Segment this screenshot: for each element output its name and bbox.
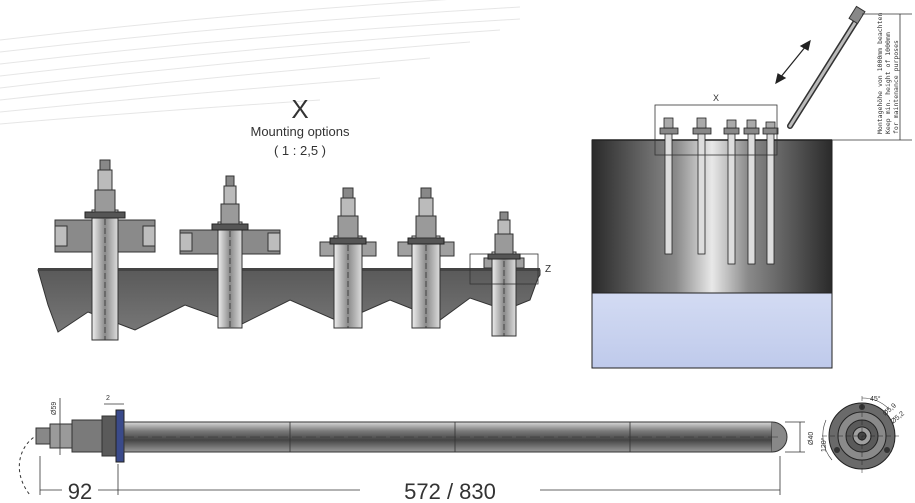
detail-caption: Mounting options <box>250 124 350 139</box>
tank-heaters <box>659 117 779 265</box>
heater-side-view <box>18 409 788 496</box>
svg-text:Keep min. height of 1000mm: Keep min. height of 1000mm <box>884 32 892 134</box>
angle-left: 120° <box>820 437 828 452</box>
dim-end-b: Ø5,2 <box>890 410 906 425</box>
clearance-dimension <box>832 13 912 141</box>
angle-top: 45° <box>870 395 881 403</box>
removal-heater <box>787 5 866 129</box>
background-arcs <box>0 0 521 125</box>
dim-head-length: 92 <box>68 479 92 503</box>
tank-area-label: X <box>713 93 719 103</box>
clearance-note: Montagehöhe von 1000mm beachten Keep min… <box>876 13 900 134</box>
svg-text:Montagehöhe von 1000mm beachte: Montagehöhe von 1000mm beachten <box>876 13 884 134</box>
detail-z-label: Z <box>545 264 551 275</box>
removal-arrow <box>775 39 811 85</box>
detail-scale: ( 1 : 2,5 ) <box>274 143 326 158</box>
svg-text:for maintenance purposes: for maintenance purposes <box>892 40 900 134</box>
mounting-option-3 <box>319 187 377 329</box>
dim-flange-thk: 2 <box>106 395 110 402</box>
mounting-option-4 <box>397 187 455 329</box>
mounting-option-5 <box>483 211 525 337</box>
detail-z-box <box>469 253 539 285</box>
mounting-option-2 <box>179 175 281 329</box>
tank-area-box <box>654 104 778 156</box>
dim-total-length: 572 / 830 <box>404 479 496 503</box>
tank <box>591 139 833 369</box>
mounting-option-1 <box>54 159 156 341</box>
detail-letter: X <box>291 94 308 124</box>
dim-flange-dia: Ø59 <box>51 402 58 415</box>
dim-tube-dia: Ø40 <box>808 432 815 445</box>
heater-end-view <box>822 396 902 476</box>
heater-dimensions <box>39 398 805 495</box>
